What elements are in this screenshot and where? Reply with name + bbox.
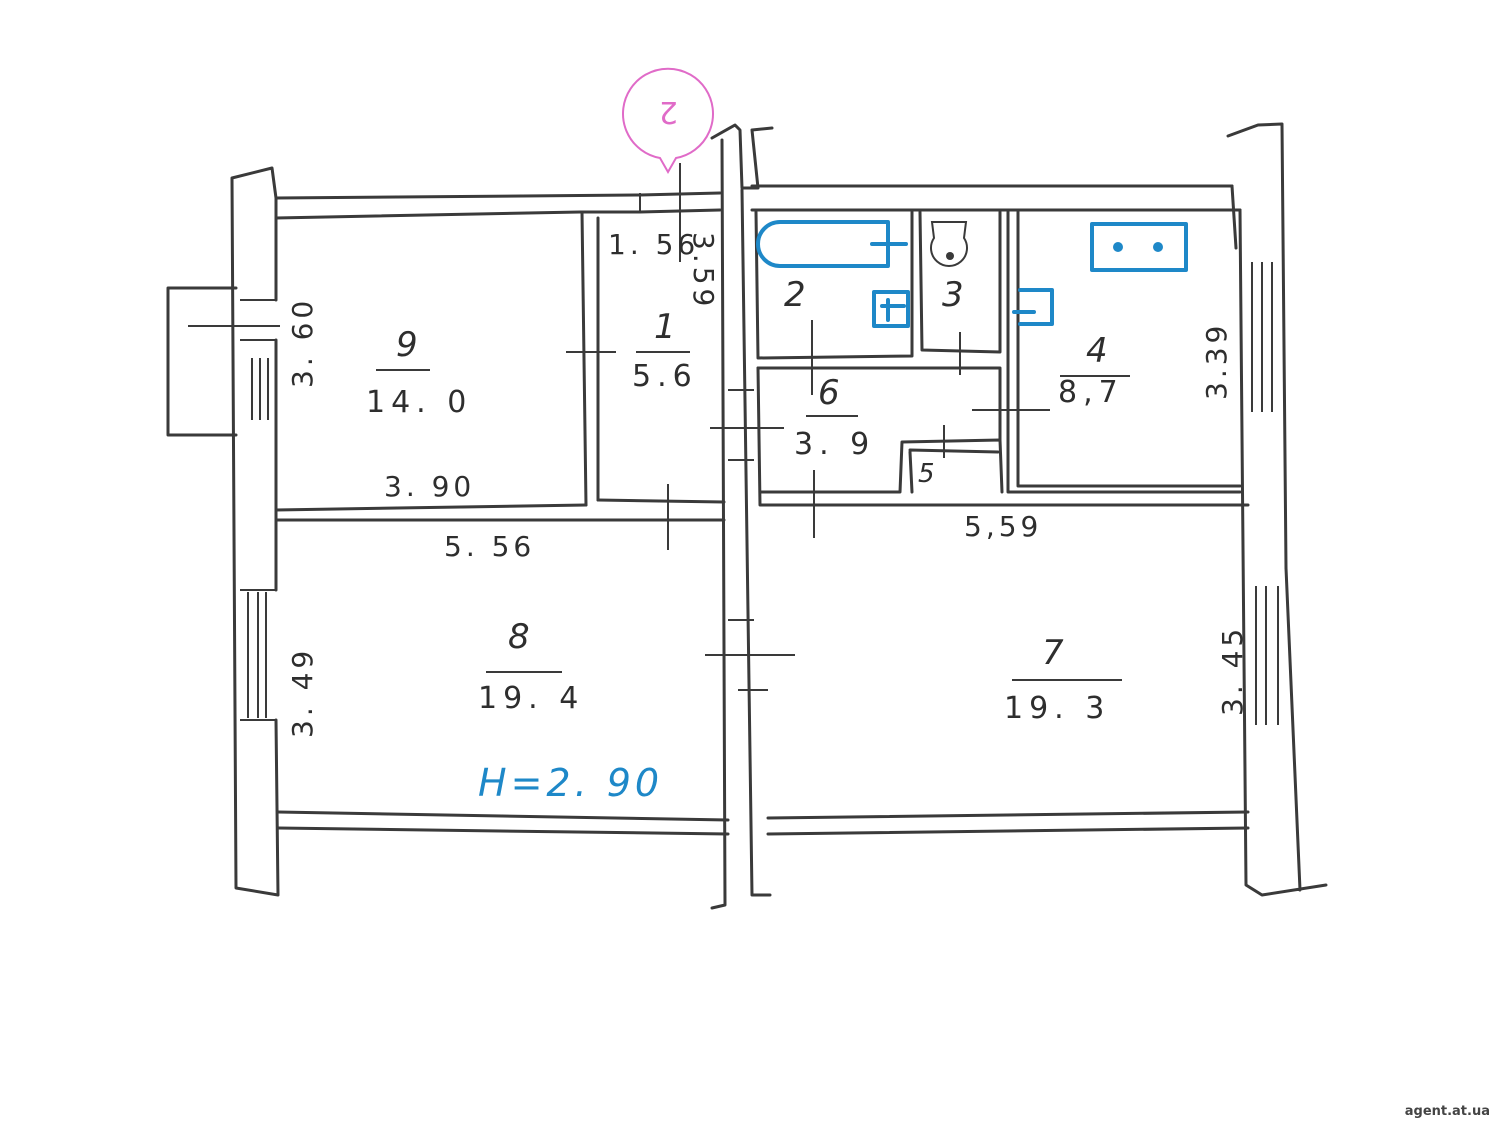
room-9-number: 9 [396, 325, 418, 365]
dim-5-56: 5. 56 [444, 530, 535, 563]
room-4-area: 8,7 [1058, 375, 1124, 410]
partition-kitchen [1006, 210, 1242, 494]
sink-icon [872, 290, 910, 328]
partition-corridor [756, 366, 1250, 507]
dim-1-56: 1. 56 [608, 228, 699, 261]
partition-bath [754, 210, 1002, 442]
window-left-upper [251, 358, 269, 420]
balcony [166, 286, 238, 437]
ceiling-height-note: H=2. 90 [478, 761, 663, 805]
dim-3-49: 3. 49 [286, 647, 319, 738]
stamp-text: 2 [659, 94, 678, 129]
top-wall-right [750, 184, 1242, 212]
room-labels: 9 14. 0 1 5.6 2 3 4 8,7 6 3. 9 5 8 19. 4… [366, 275, 1130, 726]
room-6-number: 6 [818, 373, 840, 413]
room-7-number: 7 [1042, 633, 1064, 673]
stove-burner-icon [1113, 242, 1123, 252]
fixtures [756, 220, 1188, 328]
room-8-area: 19. 4 [478, 681, 584, 716]
top-wall-left [274, 191, 722, 220]
stamp: 2 [622, 67, 714, 175]
room-4-number: 4 [1086, 331, 1108, 371]
walls [166, 122, 1328, 910]
dim-3-59: 3.59 [687, 232, 720, 310]
bottom-wall [276, 810, 1250, 836]
left-exterior-wall [230, 166, 280, 897]
right-exterior-wall [1238, 208, 1328, 897]
partition-rooms-9-8 [274, 498, 726, 522]
dim-5-59: 5,59 [964, 510, 1042, 543]
stamp-circle [622, 67, 714, 175]
dim-3-39: 3.39 [1200, 322, 1233, 400]
room-2-number: 2 [784, 275, 806, 315]
dim-3-45: 3. 45 [1216, 625, 1249, 716]
room-6-area: 3. 9 [794, 427, 875, 462]
room-9-area: 14. 0 [366, 385, 472, 420]
room-5-number: 5 [918, 459, 935, 489]
room-1-area: 5.6 [632, 359, 698, 394]
dimensions: 1. 56 3.59 3. 60 3. 90 5. 56 5,59 3.39 3… [286, 228, 1249, 738]
central-wall [710, 123, 774, 910]
room-8-number: 8 [508, 617, 530, 657]
window-right-upper [1251, 262, 1273, 412]
window-left-lower [247, 592, 267, 718]
room-3-number: 3 [942, 275, 964, 315]
dim-3-90: 3. 90 [384, 470, 475, 503]
watermark: agent.at.ua [1404, 1104, 1490, 1119]
partition-room-9-1 [580, 210, 600, 507]
kitchen-sink-icon [1012, 288, 1054, 326]
stove-icon [1090, 222, 1188, 272]
closet-5 [908, 448, 1000, 494]
stove-burner-icon [1153, 242, 1163, 252]
room-1-number: 1 [654, 307, 676, 347]
bathtub-icon [756, 220, 890, 268]
dim-3-60: 3. 60 [286, 297, 319, 388]
room-7-area: 19. 3 [1004, 691, 1110, 726]
window-right-lower [1255, 586, 1279, 725]
toilet-icon [930, 221, 968, 267]
